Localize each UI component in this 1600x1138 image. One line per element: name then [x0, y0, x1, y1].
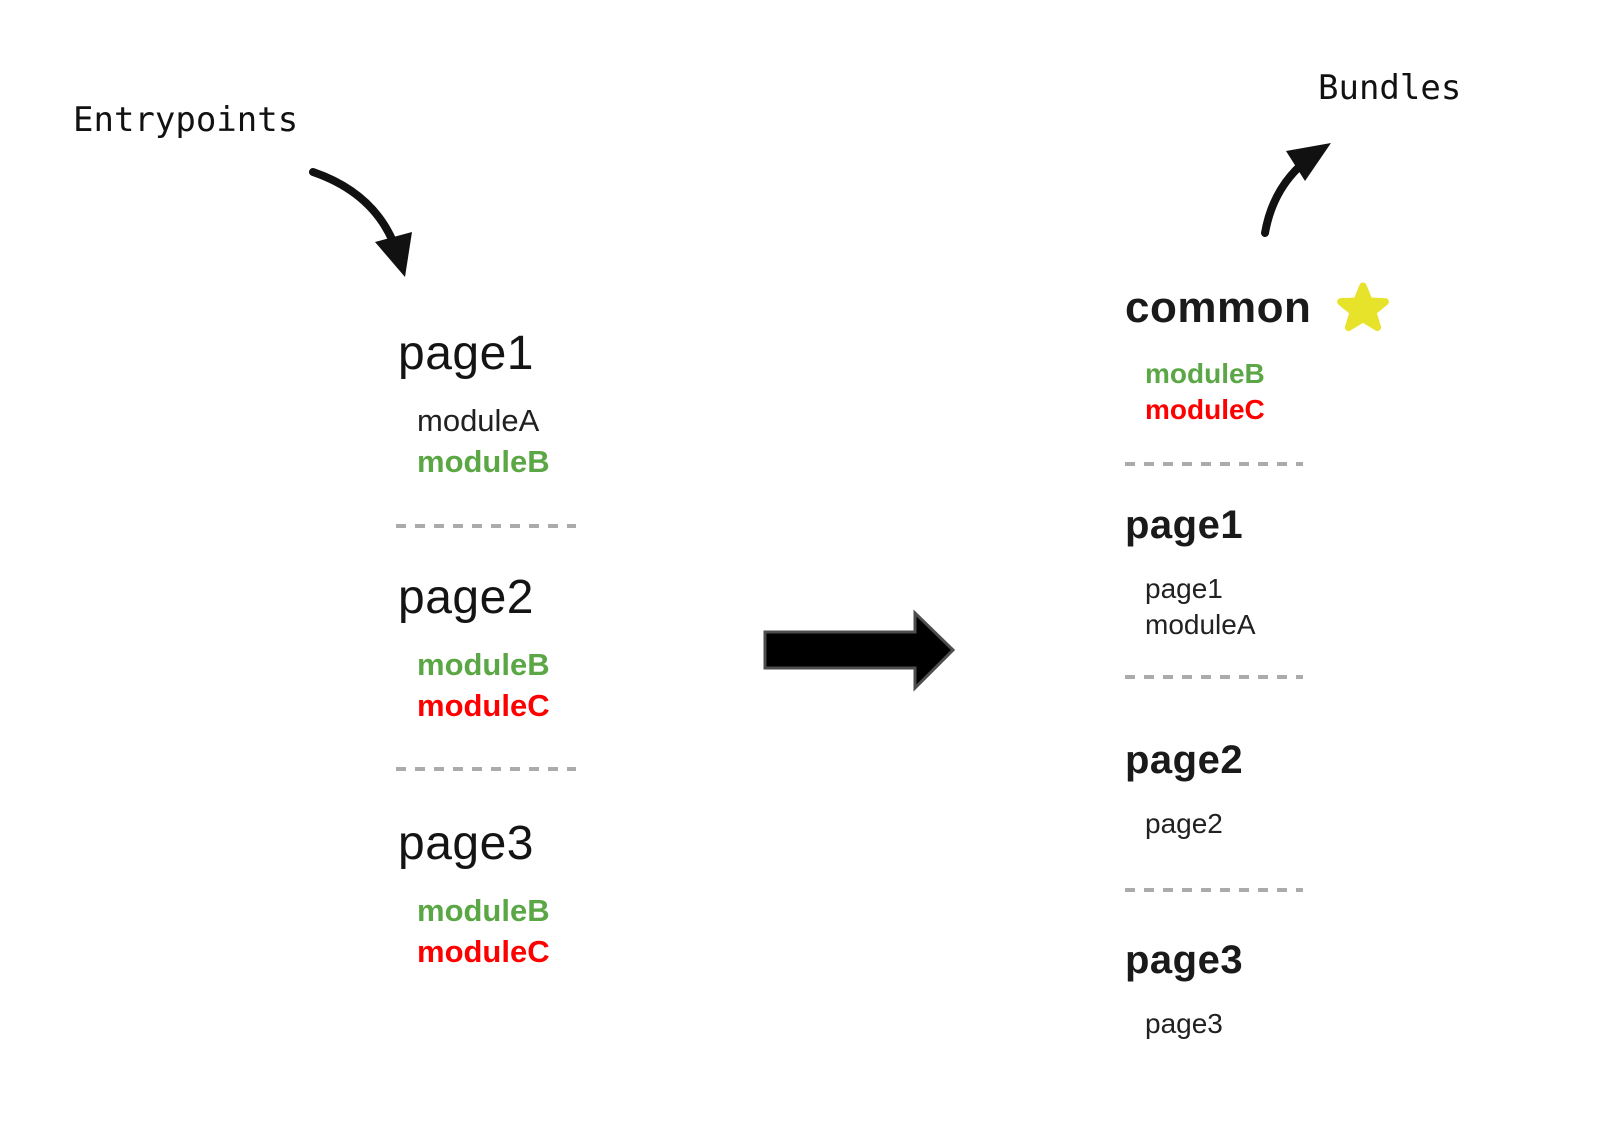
bundle-name: common	[1125, 282, 1425, 334]
bundle-page3: page3 page3	[1125, 940, 1425, 1042]
bundle-name-text: common	[1125, 283, 1312, 332]
bundle-name-text: page2	[1125, 738, 1244, 782]
dashed-divider	[1125, 888, 1303, 892]
curved-arrow-up-icon	[1261, 143, 1331, 237]
bundle-name-text: page3	[1125, 938, 1244, 982]
entrypoint-name: page3	[398, 817, 534, 870]
bundle-name-text: page1	[1125, 503, 1244, 547]
module-label: moduleC	[1145, 394, 1265, 425]
module-label: page3	[1145, 1008, 1223, 1039]
right-block-arrow-icon	[763, 609, 956, 692]
entrypoint-name: page1	[398, 327, 534, 380]
bundle-common: common moduleB moduleC	[1125, 282, 1425, 428]
module-label: moduleB	[417, 893, 550, 928]
bundle-page1: page1 page1 moduleA	[1125, 505, 1425, 643]
dashed-divider	[396, 524, 576, 528]
entrypoint-page2: page2 moduleB moduleC	[390, 574, 650, 726]
bundle-name: page2	[1125, 740, 1425, 780]
module-label: moduleB	[1145, 358, 1265, 389]
bundle-name: page3	[1125, 940, 1425, 980]
module-label: moduleB	[417, 647, 550, 682]
entrypoints-label: Entrypoints	[73, 100, 299, 140]
bundle-name: page1	[1125, 505, 1425, 545]
entrypoint-page1: page1 moduleA moduleB	[390, 330, 650, 482]
module-label: moduleA	[1145, 609, 1256, 640]
entrypoint-page3: page3 moduleB moduleC	[390, 820, 650, 972]
module-label: page2	[1145, 808, 1223, 839]
bundles-label: Bundles	[1318, 68, 1462, 108]
star-icon	[1337, 282, 1390, 332]
dashed-divider	[1125, 675, 1303, 679]
module-label: moduleC	[417, 688, 550, 723]
dashed-divider	[1125, 462, 1303, 466]
module-label: page1	[1145, 573, 1223, 604]
module-label: moduleA	[417, 403, 540, 438]
curved-arrow-down-icon	[309, 168, 412, 277]
bundle-page2: page2 page2	[1125, 740, 1425, 842]
module-label: moduleB	[417, 444, 550, 479]
module-label: moduleC	[417, 934, 550, 969]
dashed-divider	[396, 767, 576, 771]
entrypoint-name: page2	[398, 571, 534, 624]
